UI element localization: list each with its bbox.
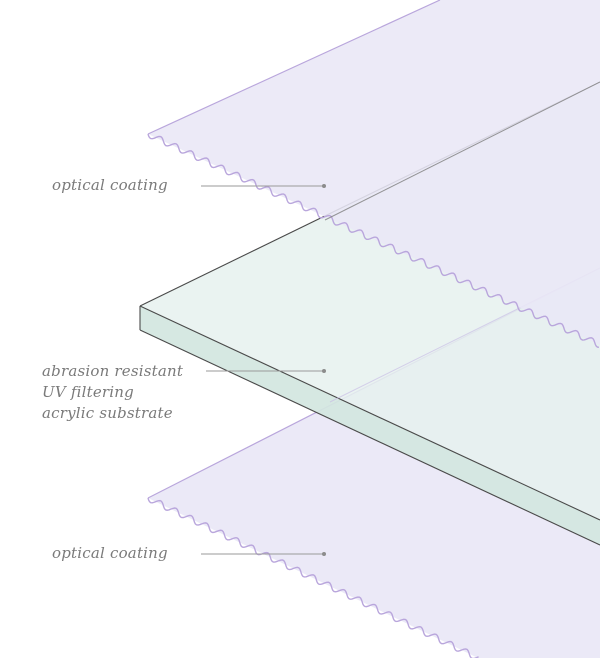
label-top-coating: optical coating (52, 176, 326, 194)
top-coating-label: optical coating (52, 176, 168, 194)
substrate-front-bottom-edge (139, 329, 600, 546)
bottom-coating-label: optical coating (52, 544, 168, 562)
bottom-coating-wavy-edge (147, 497, 479, 658)
label-bottom-coating: optical coating (52, 544, 326, 562)
substrate-side-face (140, 306, 600, 545)
substrate-label-line-1: abrasion resistant (42, 362, 184, 380)
substrate-edge-through-coating (324, 81, 600, 221)
top-coating-leader-dot (322, 184, 326, 188)
top-coating-sheet (148, 0, 600, 345)
bottom-coating-leader-dot (322, 552, 326, 556)
substrate-front-top-edge (139, 305, 600, 521)
substrate-label-line-2: UV filtering (42, 383, 134, 401)
top-coating-layer (147, 0, 600, 348)
top-coating-back-edge (147, 0, 441, 135)
substrate-label-line-3: acrylic substrate (42, 404, 173, 422)
label-substrate: abrasion resistant UV filtering acrylic … (42, 362, 326, 422)
top-coating-wavy-edge (147, 133, 600, 348)
substrate-leader-dot (322, 369, 326, 373)
